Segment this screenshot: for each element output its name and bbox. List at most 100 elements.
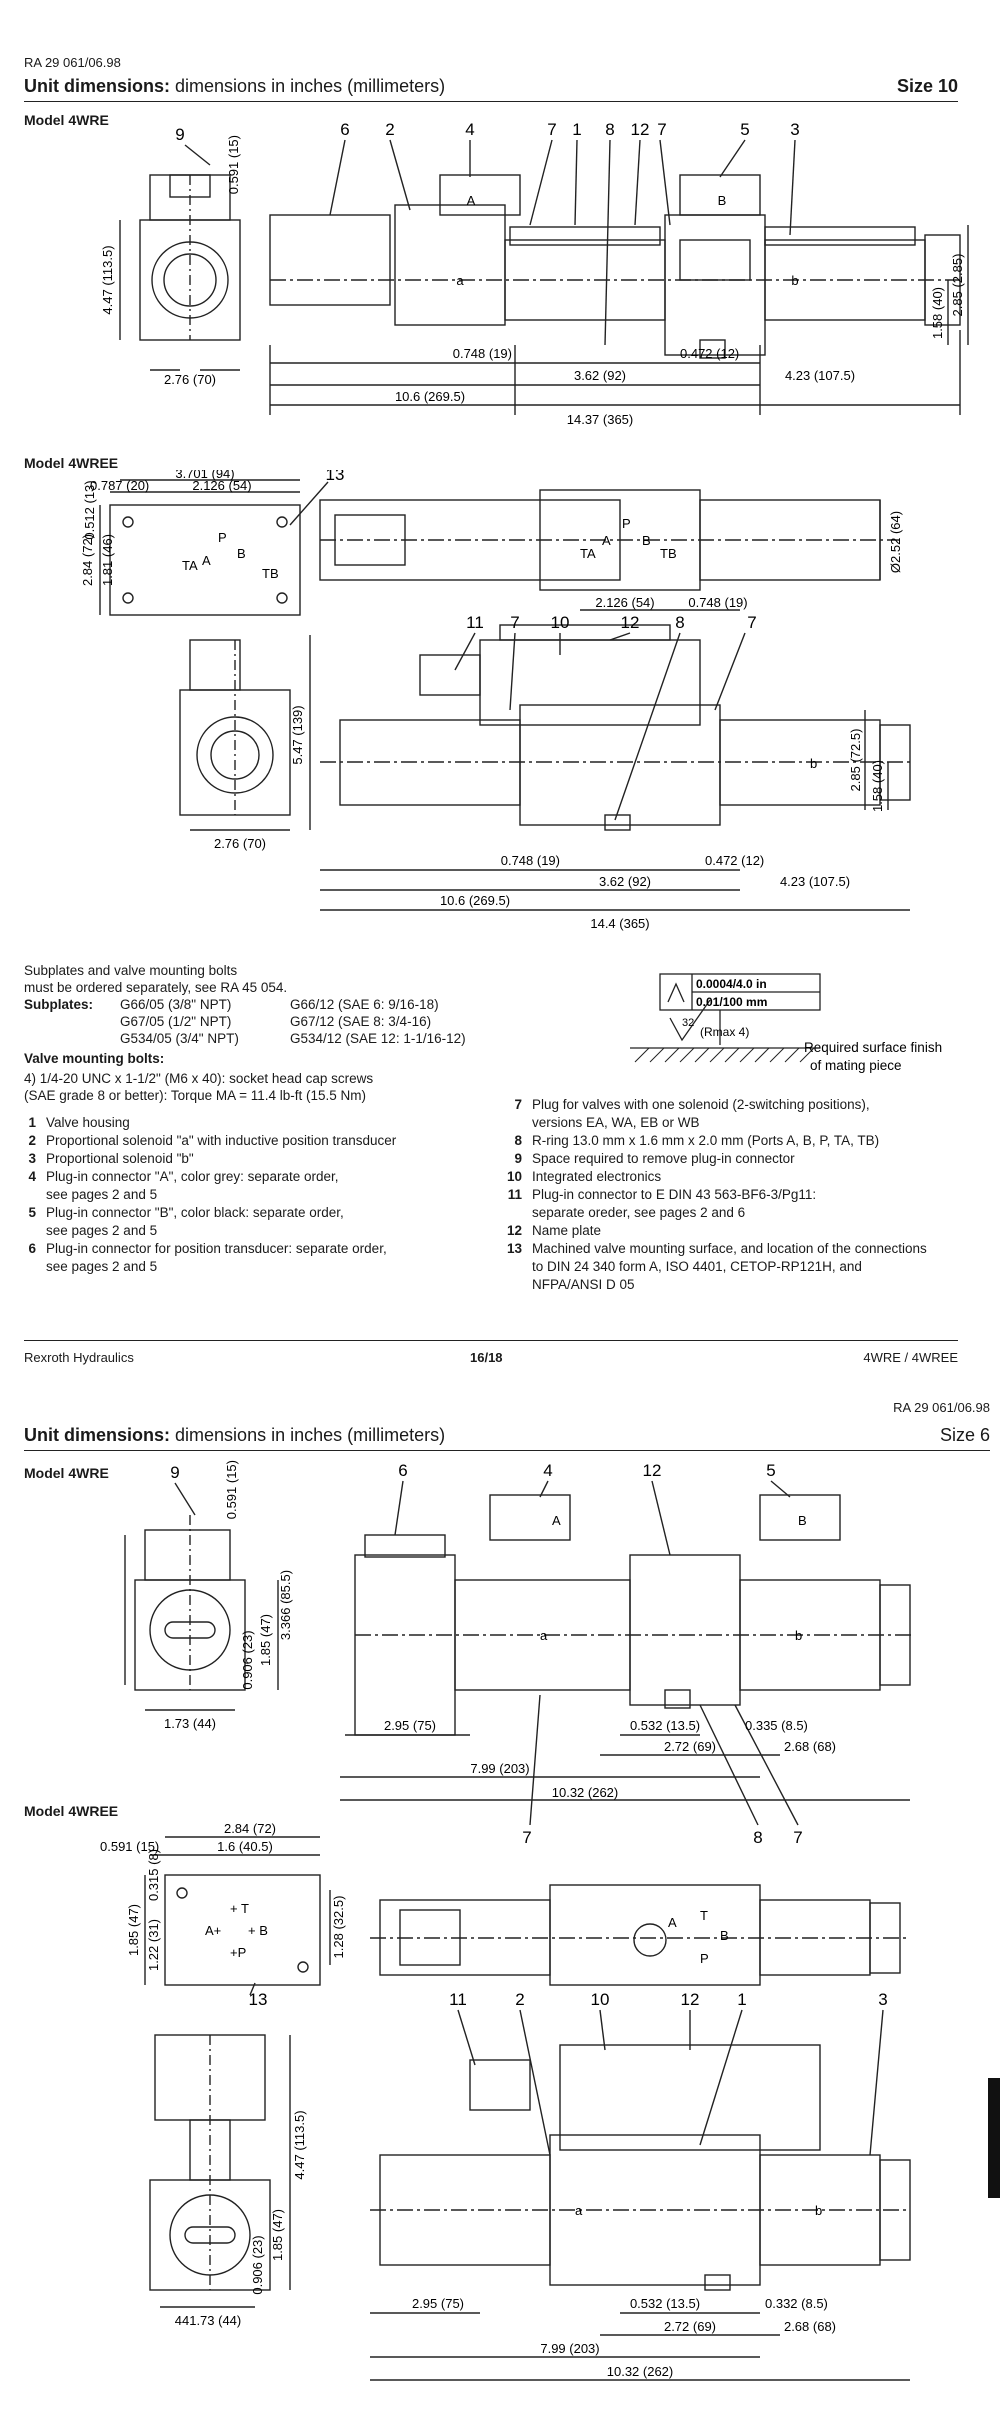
bolts-line-2: (SAE grade 8 or better): Torque MA = 11.… [24,1088,367,1103]
callout-7a: 7 [547,120,556,139]
legend-row: to DIN 24 340 form A, ISO 4401, CETOP-RP… [500,1258,970,1275]
leader-8b [614,632,681,821]
bolts-label: Valve mounting bolts: [24,1051,165,1066]
face-port-a: A [202,553,211,568]
s6-dim-d7: 0.532 (13.5) [630,1718,700,1733]
legend-row: NFPA/ANSI D 05 [500,1276,970,1293]
s6b-dim-w4: 2.72 (69) [664,2319,716,2334]
s6-leader-6 [394,1480,404,1536]
dim-b-w6: 14.4 (365) [590,916,649,931]
legend-text: separate oreder, see pages 2 and 6 [532,1205,746,1220]
s6-housing [629,1554,741,1706]
s6b-dim-w6: 7.99 (203) [540,2341,599,2356]
legend-number [500,1258,522,1275]
legend-text: Machined valve mounting surface, and loc… [532,1241,927,1256]
s6b-top-t: T [700,1908,708,1923]
legend-number [14,1258,36,1275]
coil-a-block [269,214,391,306]
doc-number-2: RA 29 061/06.98 [893,1400,990,1415]
callout-12: 12 [631,120,650,139]
callout-7b: 7 [657,120,666,139]
top-port-p: P [622,516,631,531]
s6b-dim-w1: 2.95 (75) [412,2296,464,2311]
page-size-10: RA 29 061/06.98 Unit dimensions: dimensi… [14,55,970,1365]
s6-callout-6: 6 [398,1461,407,1480]
dim-a-d1: 0.591 (15) [226,135,241,194]
s6b-dim-w5: 2.68 (68) [784,2319,836,2334]
dim-b-v2: 2.76 (70) [214,836,266,851]
top-port-b: B [642,533,651,548]
subplate-3a: G534/05 (3/4" NPT) [120,1031,239,1046]
s6-face [164,1874,321,1986]
legend-number: 9 [514,1151,522,1166]
s6-plug-a [489,1494,571,1541]
plug-connector-b [679,174,761,216]
legend-text: Valve housing [46,1115,130,1130]
s6b-callout-11: 11 [449,1990,467,2009]
leader-13 [289,481,329,526]
tolerance-1: 0.0004/4.0 in [696,977,767,991]
callout-3: 3 [790,120,799,139]
legend-number [500,1114,522,1131]
callout-13: 13 [326,470,345,484]
subplate-1a: G66/05 (3/8" NPT) [120,997,232,1012]
s6-callout-8: 8 [753,1828,762,1847]
legend-row: 13 Machined valve mounting surface, and l… [500,1240,970,1257]
model-4wree-label: Model 4WREE [24,455,119,471]
s6b-dim-w2: 0.532 (13.5) [630,2296,700,2311]
s6b-dim-v4: 441.73 (44) [175,2313,242,2328]
legend-text: Name plate [532,1223,602,1238]
s6b-leader-2 [519,2009,551,2156]
s6b-callout-13: 13 [249,1990,268,2009]
s6b-letter-b: b [815,2203,822,2218]
leader-3 [789,139,796,236]
face-port-b: B [237,546,246,561]
callout-7c: 7 [510,613,519,632]
legend-row: see pages 2 and 5 [14,1186,484,1203]
dim-b-w4: 4.23 (107.5) [780,874,850,889]
legend-number: 13 [506,1241,522,1256]
header-rest: dimensions in inches (millimeters) [175,76,446,96]
legend-text: versions EA, WA, EB or WB [532,1115,700,1130]
surface-finish-symbol: 0.0004/4.0 in 0.01/100 mm 32 (Rmax 4) Re… [630,973,942,1073]
plug-connector-a [439,174,521,216]
dim-b-w7: 2.85 (72.5) [848,729,863,792]
model-4wree-label-2: Model 4WREE [24,1803,119,1819]
s6b-top-b: B [720,1928,729,1943]
s6-plug-b [759,1494,841,1541]
bolt-hole-1 [122,516,134,528]
side2-coil [196,716,274,794]
dim-a-d4: 0.748 (19) [453,346,512,361]
dim-a-d2: 4.47 (113.5) [100,245,115,314]
dim-b-s4: 0.512 (13) [82,480,97,539]
mount-face [109,504,301,616]
subplate-1b: G66/12 (SAE 6: 9/16-18) [290,997,439,1012]
flatness-symbol [667,982,685,1003]
s6b-face-b: + B [248,1923,268,1938]
dim-a-d6: 0.472 (12) [680,346,739,361]
leader-11 [454,632,476,671]
legend-row: versions EA, WA, EB or WB [500,1114,970,1131]
s6b-dim-s2: 0.591 (15) [100,1839,159,1854]
s6-dim-d12: 10.32 (262) [552,1785,619,1800]
legend-number: 1 [28,1115,36,1130]
legend-row: separate oreder, see pages 2 and 6 [500,1204,970,1221]
oring-8 [699,339,726,359]
s6-leader-7b [734,1704,799,1826]
s6b-dim-s7: 1.28 (32.5) [331,1896,346,1959]
s6b-cap [879,2159,911,2261]
solenoid-a-flange [509,226,661,246]
s6b-leader-13 [249,1982,256,1996]
footer-left: Rexroth Hydraulics [24,1350,134,1365]
s6b-face-a: A+ [205,1923,221,1938]
connector-6 [394,204,506,326]
s6b-top-p: P [700,1951,709,1966]
size-label-2: Size 6 [939,1425,990,1445]
legend-row: see pages 2 and 5 [14,1258,484,1275]
legend-text: Space required to remove plug-in connect… [532,1151,795,1166]
legend-text: see pages 2 and 5 [46,1259,158,1274]
housing-inner [679,239,751,281]
s6-dim-d10: 2.68 (68) [784,1739,836,1754]
